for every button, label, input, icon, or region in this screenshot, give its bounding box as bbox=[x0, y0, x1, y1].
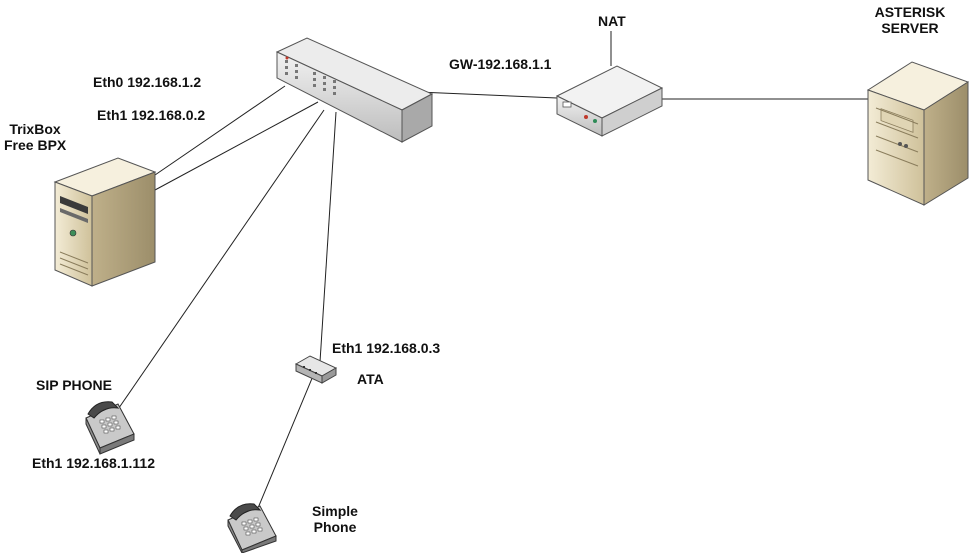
wire-switch-sip-phone bbox=[111, 109, 325, 419]
asterisk-label-line2: SERVER bbox=[881, 20, 939, 36]
asterisk-label: ASTERISK SERVER bbox=[864, 4, 956, 36]
nat-gateway-ip: GW-192.168.1.1 bbox=[449, 56, 552, 72]
wire-ata-simple-phone bbox=[252, 375, 314, 521]
network-switch-icon bbox=[275, 37, 434, 143]
wire-switch-nat bbox=[417, 91, 558, 99]
nat-router-icon bbox=[555, 65, 664, 137]
trixbox-label: TrixBox Free BPX bbox=[4, 121, 66, 153]
trixbox-eth0-ip: Eth0 192.168.1.2 bbox=[93, 74, 202, 90]
simple-phone-icon bbox=[227, 503, 277, 553]
sip-phone-label: SIP PHONE bbox=[36, 377, 112, 393]
asterisk-label-line1: ASTERISK bbox=[874, 4, 946, 20]
nat-label: NAT bbox=[598, 13, 626, 29]
sip-phone-icon bbox=[85, 401, 135, 455]
asterisk-server-icon bbox=[866, 61, 970, 206]
wire-switch-ata bbox=[319, 111, 337, 363]
wire-trixbox-switch-eth1 bbox=[154, 101, 319, 191]
simple-phone-label-line2: Phone bbox=[313, 519, 357, 535]
trixbox-label-line2: Free BPX bbox=[4, 137, 67, 153]
trixbox-eth1-ip: Eth1 192.168.0.2 bbox=[97, 107, 206, 123]
ata-label: ATA bbox=[357, 371, 384, 387]
trixbox-label-line1: TrixBox bbox=[9, 121, 61, 137]
connection-lines bbox=[111, 31, 868, 521]
wire-trixbox-switch-eth0 bbox=[154, 85, 286, 176]
simple-phone-label-line1: Simple bbox=[312, 503, 358, 519]
ata-ip: Eth1 192.168.0.3 bbox=[332, 340, 441, 356]
simple-phone-label: Simple Phone bbox=[300, 503, 370, 535]
sip-phone-ip: Eth1 192.168.1.112 bbox=[32, 455, 155, 471]
trixbox-server-icon bbox=[53, 157, 157, 287]
ata-device-icon bbox=[294, 355, 338, 384]
